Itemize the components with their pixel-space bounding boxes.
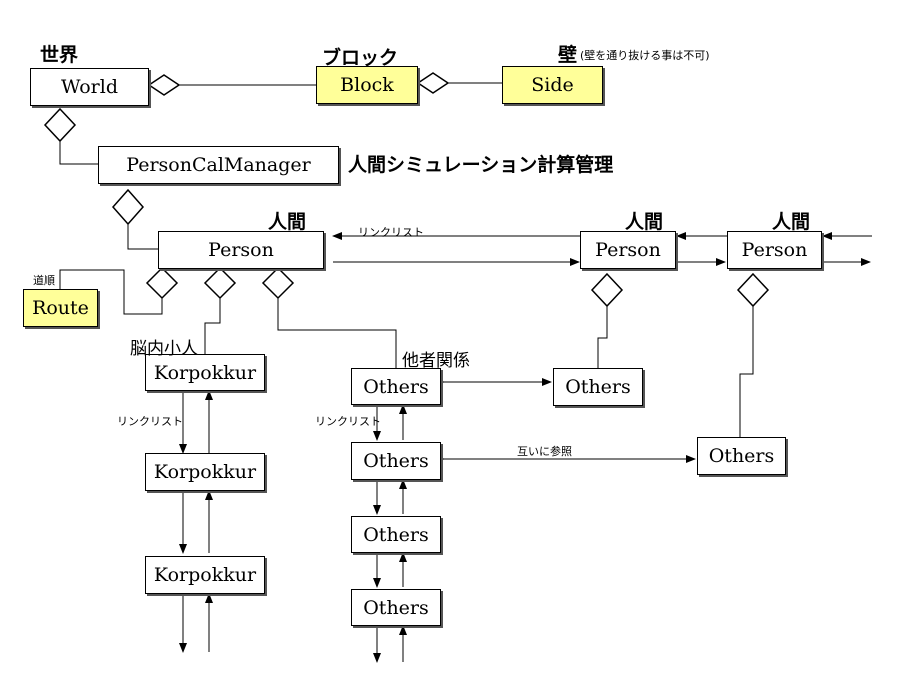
others-box-1: Others <box>351 368 441 405</box>
others-box-right-1: Others <box>553 368 643 406</box>
aggregation-diamond <box>203 266 237 300</box>
world-label: 世界 <box>40 44 79 66</box>
manager-label: 人間シミュレーション計算管理 <box>348 154 614 176</box>
person-box-main: Person <box>158 231 324 269</box>
side-note: (壁を通り抜ける事は不可) <box>580 49 710 62</box>
korpokkur-label: 脳内小人 <box>130 339 198 359</box>
aggregation-diamond <box>261 266 295 300</box>
person-cal-manager-box: PersonCalManager <box>98 146 339 184</box>
aggregation-diamond <box>43 107 77 143</box>
aggregation-diamond <box>145 266 179 300</box>
person-korpokkur-line <box>204 298 221 354</box>
others-box-right-2: Others <box>697 437 786 475</box>
route-label: 道順 <box>33 274 55 287</box>
block-label: ブロック <box>322 47 399 69</box>
korpokkur-box-3: Korpokkur <box>145 556 265 594</box>
person-box-3: Person <box>727 231 822 269</box>
aggregation-diamond <box>590 272 624 308</box>
person-2-label: 人間 <box>625 211 664 233</box>
person-main-label: 人間 <box>268 211 307 233</box>
aggregation-diamond <box>736 272 770 308</box>
route-box: Route <box>23 289 98 327</box>
others-box-3: Others <box>351 516 441 553</box>
manager-person-line <box>127 224 158 250</box>
side-label: 壁 <box>558 44 578 66</box>
others-box-2: Others <box>351 442 441 480</box>
korpokkur-box-1: Korpokkur <box>145 354 265 391</box>
world-manager-line <box>59 141 98 165</box>
mutual-ref-label: 互いに参照 <box>517 445 572 458</box>
aggregation-diamond <box>147 74 181 96</box>
korpokkur-box-2: Korpokkur <box>145 453 265 491</box>
person3-others-line <box>739 306 754 437</box>
person-3-label: 人間 <box>772 211 811 233</box>
link-list-label-others: リンクリスト <box>315 415 381 428</box>
person2-others-line <box>597 306 608 368</box>
link-list-label-korpokkur: リンクリスト <box>117 415 183 428</box>
others-label: 他者関係 <box>402 351 470 371</box>
aggregation-diamond <box>416 72 450 94</box>
link-list-label-top: リンクリスト <box>358 226 424 239</box>
side-box: Side <box>502 66 603 104</box>
world-box: World <box>30 68 149 106</box>
others-box-4: Others <box>351 589 441 626</box>
person-box-2: Person <box>580 231 676 269</box>
person-route-line <box>59 269 163 315</box>
person-others-line <box>277 298 397 368</box>
block-box: Block <box>316 66 418 104</box>
aggregation-diamond <box>111 188 145 226</box>
